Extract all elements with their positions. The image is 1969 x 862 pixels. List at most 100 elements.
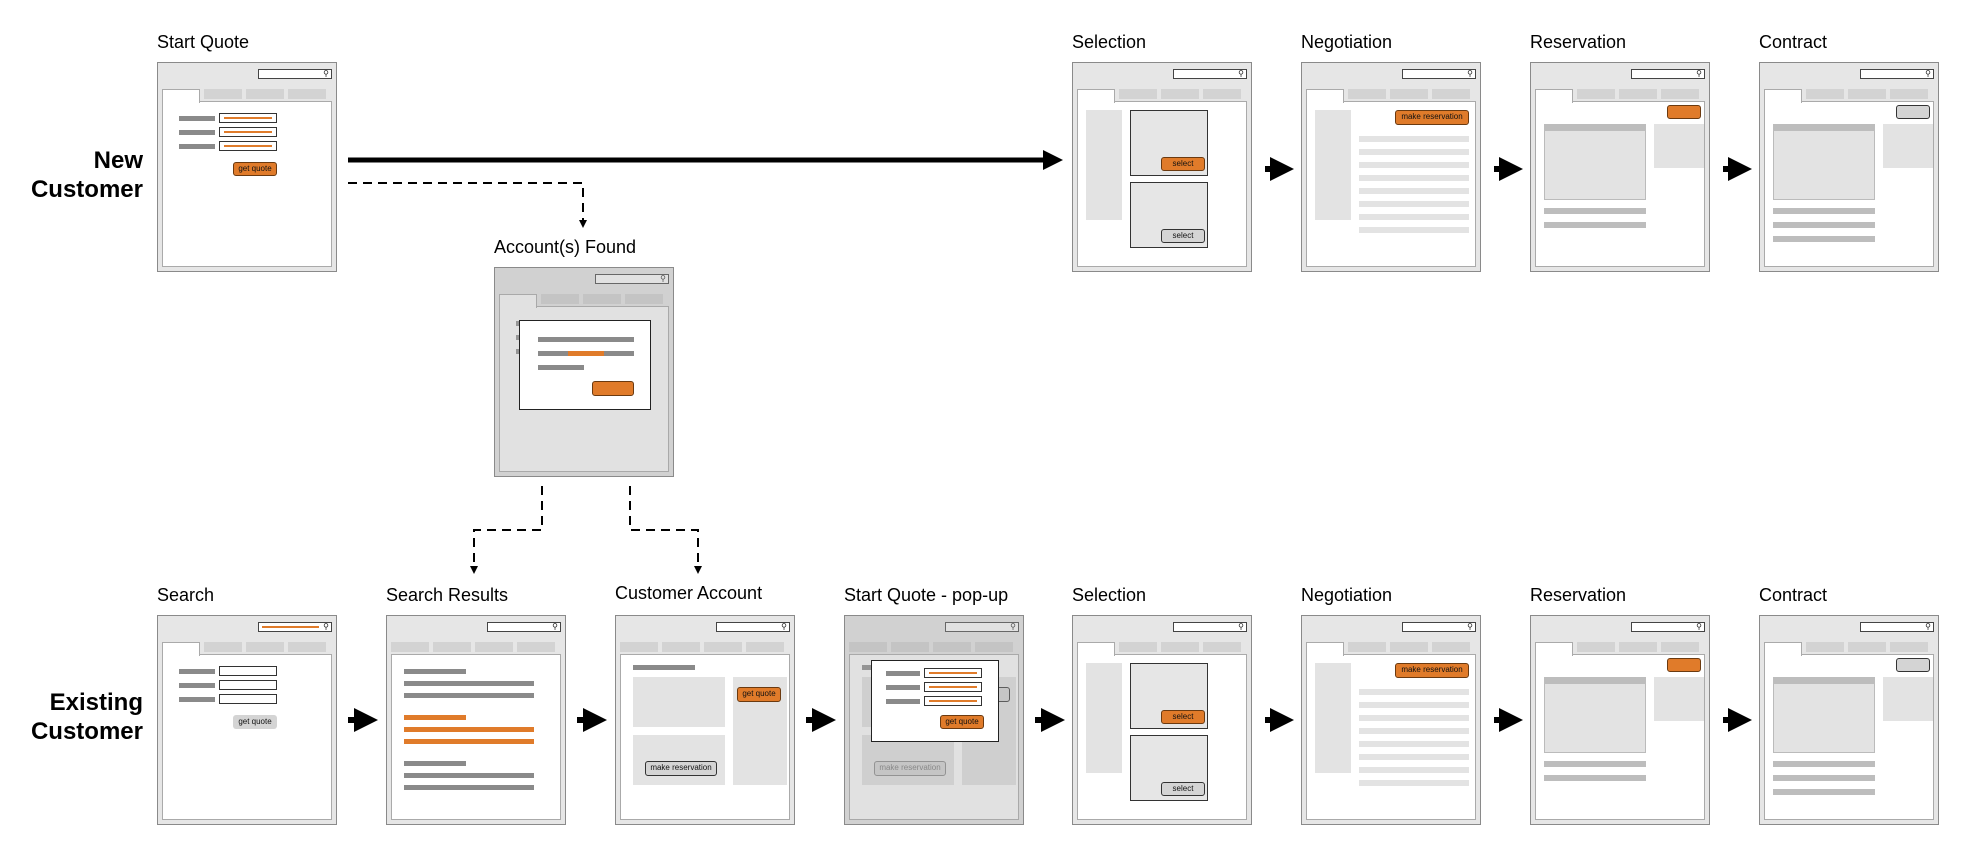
action-button[interactable] — [1667, 105, 1701, 119]
search-box[interactable]: ⚲ — [487, 622, 561, 632]
make-reservation-button[interactable]: make reservation — [1395, 663, 1469, 678]
result-title-highlight[interactable] — [404, 715, 466, 720]
wireframe-negotiation-top[interactable]: ⚲ make reservation — [1301, 62, 1481, 272]
tab[interactable] — [204, 642, 242, 652]
tab[interactable] — [204, 89, 242, 99]
tab[interactable] — [620, 642, 658, 652]
search-form-input[interactable] — [219, 680, 277, 690]
tab[interactable] — [475, 642, 513, 652]
tab[interactable] — [1348, 89, 1386, 99]
search-box[interactable]: ⚲ — [1631, 622, 1705, 632]
search-box[interactable]: ⚲ — [258, 69, 332, 79]
tab[interactable] — [246, 89, 284, 99]
wireframe-search-results[interactable]: ⚲ — [386, 615, 566, 825]
get-quote-button[interactable]: get quote — [940, 715, 984, 729]
tab[interactable] — [1348, 642, 1386, 652]
action-button[interactable] — [1896, 658, 1930, 672]
action-button[interactable] — [1667, 658, 1701, 672]
quote-input[interactable] — [924, 696, 982, 706]
tab[interactable] — [1119, 89, 1157, 99]
wireframe-negotiation-bottom[interactable]: ⚲ make reservation — [1301, 615, 1481, 825]
tab-active[interactable] — [162, 642, 200, 656]
tab-active[interactable] — [1306, 89, 1344, 103]
result-line-highlight[interactable] — [404, 739, 534, 744]
tab[interactable] — [1619, 642, 1657, 652]
tab[interactable] — [1203, 642, 1241, 652]
wireframe-contract-bottom[interactable]: ⚲ — [1759, 615, 1939, 825]
select-button[interactable]: select — [1161, 229, 1205, 243]
tab[interactable] — [1848, 89, 1886, 99]
tab[interactable] — [625, 294, 663, 304]
tab[interactable] — [391, 642, 429, 652]
tab-active[interactable] — [1764, 89, 1802, 103]
tab[interactable] — [1203, 89, 1241, 99]
tab[interactable] — [1390, 89, 1428, 99]
tab[interactable] — [1577, 642, 1615, 652]
search-box[interactable]: ⚲ — [1860, 69, 1934, 79]
quote-input[interactable] — [924, 668, 982, 678]
tab-active[interactable] — [1077, 89, 1115, 103]
make-reservation-button[interactable]: make reservation — [645, 761, 717, 776]
search-box[interactable]: ⚲ — [595, 274, 669, 284]
tab-active[interactable] — [1764, 642, 1802, 656]
tab[interactable] — [1806, 642, 1844, 652]
search-form-input[interactable] — [219, 694, 277, 704]
search-box[interactable]: ⚲ — [1860, 622, 1934, 632]
search-form-input[interactable] — [219, 666, 277, 676]
tab[interactable] — [662, 642, 700, 652]
tab[interactable] — [517, 642, 555, 652]
tab[interactable] — [1161, 89, 1199, 99]
result-line-highlight[interactable] — [404, 727, 534, 732]
tab[interactable] — [1890, 89, 1928, 99]
tab-active[interactable] — [1535, 89, 1573, 103]
search-box[interactable]: ⚲ — [1402, 69, 1476, 79]
option-card[interactable]: select — [1130, 663, 1208, 729]
option-card[interactable]: select — [1130, 110, 1208, 176]
get-quote-button[interactable]: get quote — [737, 687, 781, 702]
option-card[interactable]: select — [1130, 735, 1208, 801]
accounts-found-popup[interactable] — [519, 320, 651, 410]
action-button[interactable] — [1896, 105, 1930, 119]
wireframe-start-quote[interactable]: ⚲ get quote — [157, 62, 337, 272]
wireframe-start-quote-popup[interactable]: ⚲ make reservation get quote — [844, 615, 1024, 825]
tab[interactable] — [1661, 89, 1699, 99]
tab[interactable] — [1161, 642, 1199, 652]
search-box[interactable]: ⚲ — [1402, 622, 1476, 632]
make-reservation-button[interactable]: make reservation — [1395, 110, 1469, 125]
search-box[interactable]: ⚲ — [1173, 69, 1247, 79]
tab[interactable] — [1577, 89, 1615, 99]
tab[interactable] — [246, 642, 284, 652]
tab[interactable] — [849, 642, 887, 652]
quote-input[interactable] — [219, 141, 277, 151]
select-button[interactable]: select — [1161, 710, 1205, 724]
tab[interactable] — [1390, 642, 1428, 652]
search-box[interactable]: ⚲ — [1173, 622, 1247, 632]
tab[interactable] — [288, 89, 326, 99]
option-card[interactable]: select — [1130, 182, 1208, 248]
tab-active[interactable] — [1306, 642, 1344, 656]
search-box[interactable]: ⚲ — [716, 622, 790, 632]
tab[interactable] — [1619, 89, 1657, 99]
tab[interactable] — [1661, 642, 1699, 652]
tab[interactable] — [433, 642, 471, 652]
tab[interactable] — [288, 642, 326, 652]
tab[interactable] — [1119, 642, 1157, 652]
search-box[interactable]: ⚲ — [945, 622, 1019, 632]
tab-active[interactable] — [1535, 642, 1573, 656]
tab[interactable] — [704, 642, 742, 652]
wireframe-customer-account[interactable]: ⚲ get quote make reservation — [615, 615, 795, 825]
tab[interactable] — [975, 642, 1013, 652]
tab[interactable] — [1432, 89, 1470, 99]
quote-input[interactable] — [219, 127, 277, 137]
quote-input[interactable] — [219, 113, 277, 123]
select-button[interactable]: select — [1161, 782, 1205, 796]
tab[interactable] — [583, 294, 621, 304]
wireframe-accounts-found[interactable]: ⚲ — [494, 267, 674, 477]
wireframe-search[interactable]: ⚲ get quote — [157, 615, 337, 825]
tab[interactable] — [541, 294, 579, 304]
select-button[interactable]: select — [1161, 157, 1205, 171]
tab[interactable] — [1806, 89, 1844, 99]
tab[interactable] — [1432, 642, 1470, 652]
tab-active[interactable] — [162, 89, 200, 103]
search-box[interactable]: ⚲ — [1631, 69, 1705, 79]
